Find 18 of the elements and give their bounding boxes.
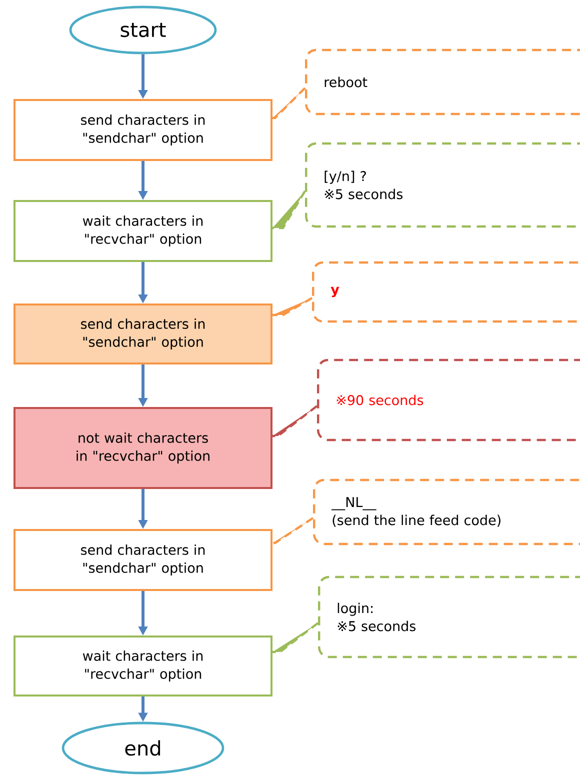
process-box: not wait characters in "recvchar" option bbox=[14, 407, 272, 489]
process-box: wait characters in "recvchar" option bbox=[14, 200, 272, 262]
callout-bubble: reboot bbox=[305, 48, 580, 116]
process-box: send characters in "sendchar" option bbox=[14, 304, 272, 364]
callout-bubble: y bbox=[312, 261, 580, 323]
callout-bubble: __NL__ (send the line feed code) bbox=[313, 478, 580, 546]
callout-pointer bbox=[271, 296, 314, 316]
callout-bubble: login: ※5 seconds bbox=[318, 576, 580, 658]
callout-bubble: ※90 seconds bbox=[317, 358, 580, 442]
callout-bubble: [y/n] ? ※5 seconds bbox=[305, 142, 580, 228]
process-box: wait characters in "recvchar" option bbox=[14, 636, 272, 696]
callout-pointer bbox=[271, 86, 306, 120]
callout-pointer bbox=[271, 622, 320, 654]
callout-pointer bbox=[271, 516, 314, 544]
process-box: send characters in "sendchar" option bbox=[14, 529, 272, 591]
callout-pointer bbox=[271, 404, 318, 438]
callout-pointer bbox=[271, 190, 306, 230]
process-box: send characters in "sendchar" option bbox=[14, 99, 272, 161]
